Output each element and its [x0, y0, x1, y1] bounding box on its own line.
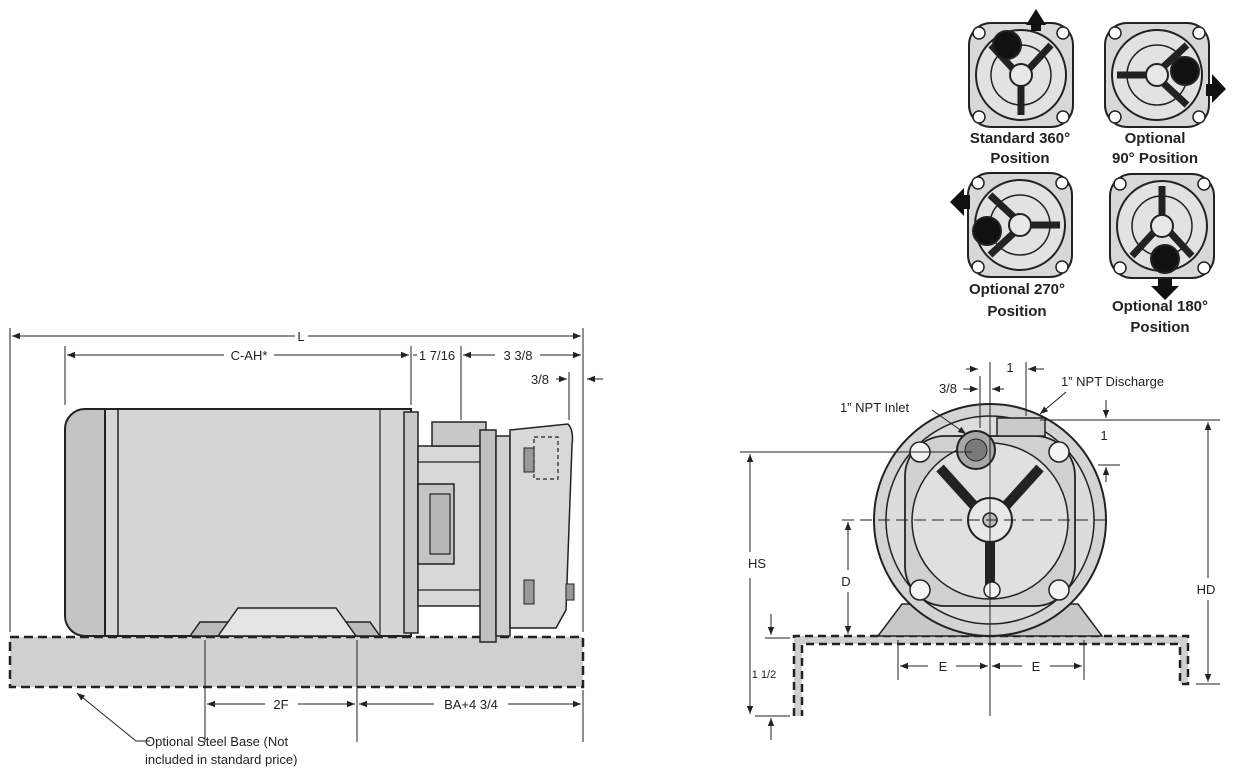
position-90-label-line1: Optional: [1125, 130, 1186, 147]
discharge-leader: [1039, 391, 1067, 415]
position-270-face: [967, 172, 1073, 278]
dim-C-AH-label: C-AH*: [231, 348, 268, 363]
dim-D-label: D: [841, 574, 850, 589]
position-90-arrow-icon: [1206, 74, 1226, 103]
dim-1-1-2-label: 1 1/2: [752, 669, 776, 681]
inlet-leader: [931, 409, 967, 435]
pump-adapter: [417, 421, 487, 607]
dim-3-8-label: 3/8: [531, 372, 549, 387]
dim-3-3-8-label: 3 3/8: [504, 348, 533, 363]
dim-E-left-label: E: [939, 659, 948, 674]
side-view: L C-AH* 1 7/16 3 3/8 3/8 2F BA+4 3/4 Opt…: [8, 328, 603, 767]
dim-1-7-16-label: 1 7/16: [419, 348, 455, 363]
position-180-label-line2: Position: [1130, 319, 1189, 336]
dim-1-top-label: 1: [1006, 360, 1013, 375]
motor-body: [64, 408, 419, 637]
discharge-nozzle: [996, 417, 1046, 437]
steel-base-front: [792, 634, 1190, 716]
dim-L-label: L: [297, 329, 304, 344]
pump-casing: [479, 423, 575, 643]
dim-BA-label: BA+4 3/4: [444, 697, 498, 712]
position-90-label-line2: 90° Position: [1112, 150, 1198, 167]
base-note-line1: Optional Steel Base (Not: [145, 734, 288, 749]
discharge-positions: Standard 360° Position Optional 90° Posi…: [950, 9, 1226, 336]
position-270-arrow-icon: [950, 188, 970, 216]
position-90-face: [1104, 22, 1210, 128]
front-view: 1 3/8 1” NPT Discharge 1” NPT Inlet 1 HS…: [740, 360, 1220, 740]
position-270-label-line2: Position: [987, 303, 1046, 320]
position-360-label-line1: Standard 360°: [970, 130, 1070, 147]
inlet-label: 1” NPT Inlet: [840, 400, 910, 415]
dim-HD-label: HD: [1197, 582, 1216, 597]
dim-1-right-label: 1: [1100, 428, 1107, 443]
position-360-arrow-icon: [1026, 9, 1046, 31]
position-360-label-line2: Position: [990, 150, 1049, 167]
discharge-label: 1” NPT Discharge: [1061, 374, 1164, 389]
steel-base-side: [8, 635, 585, 689]
front-extension-lines: [740, 362, 1220, 716]
base-note-line2: included in standard price): [145, 752, 297, 767]
position-270-label-line1: Optional 270°: [969, 281, 1065, 298]
dim-E-right-label: E: [1032, 659, 1041, 674]
position-180-label-line1: Optional 180°: [1112, 298, 1208, 315]
position-180-face: [1109, 173, 1215, 279]
dim-2F-label: 2F: [273, 697, 288, 712]
position-360-face: [968, 22, 1074, 128]
base-note-leader: [76, 692, 150, 742]
dim-HS-label: HS: [748, 556, 766, 571]
side-extension-lines: [9, 328, 584, 742]
position-180-arrow-icon: [1151, 279, 1179, 300]
dim-3-8-front-label: 3/8: [939, 381, 957, 396]
